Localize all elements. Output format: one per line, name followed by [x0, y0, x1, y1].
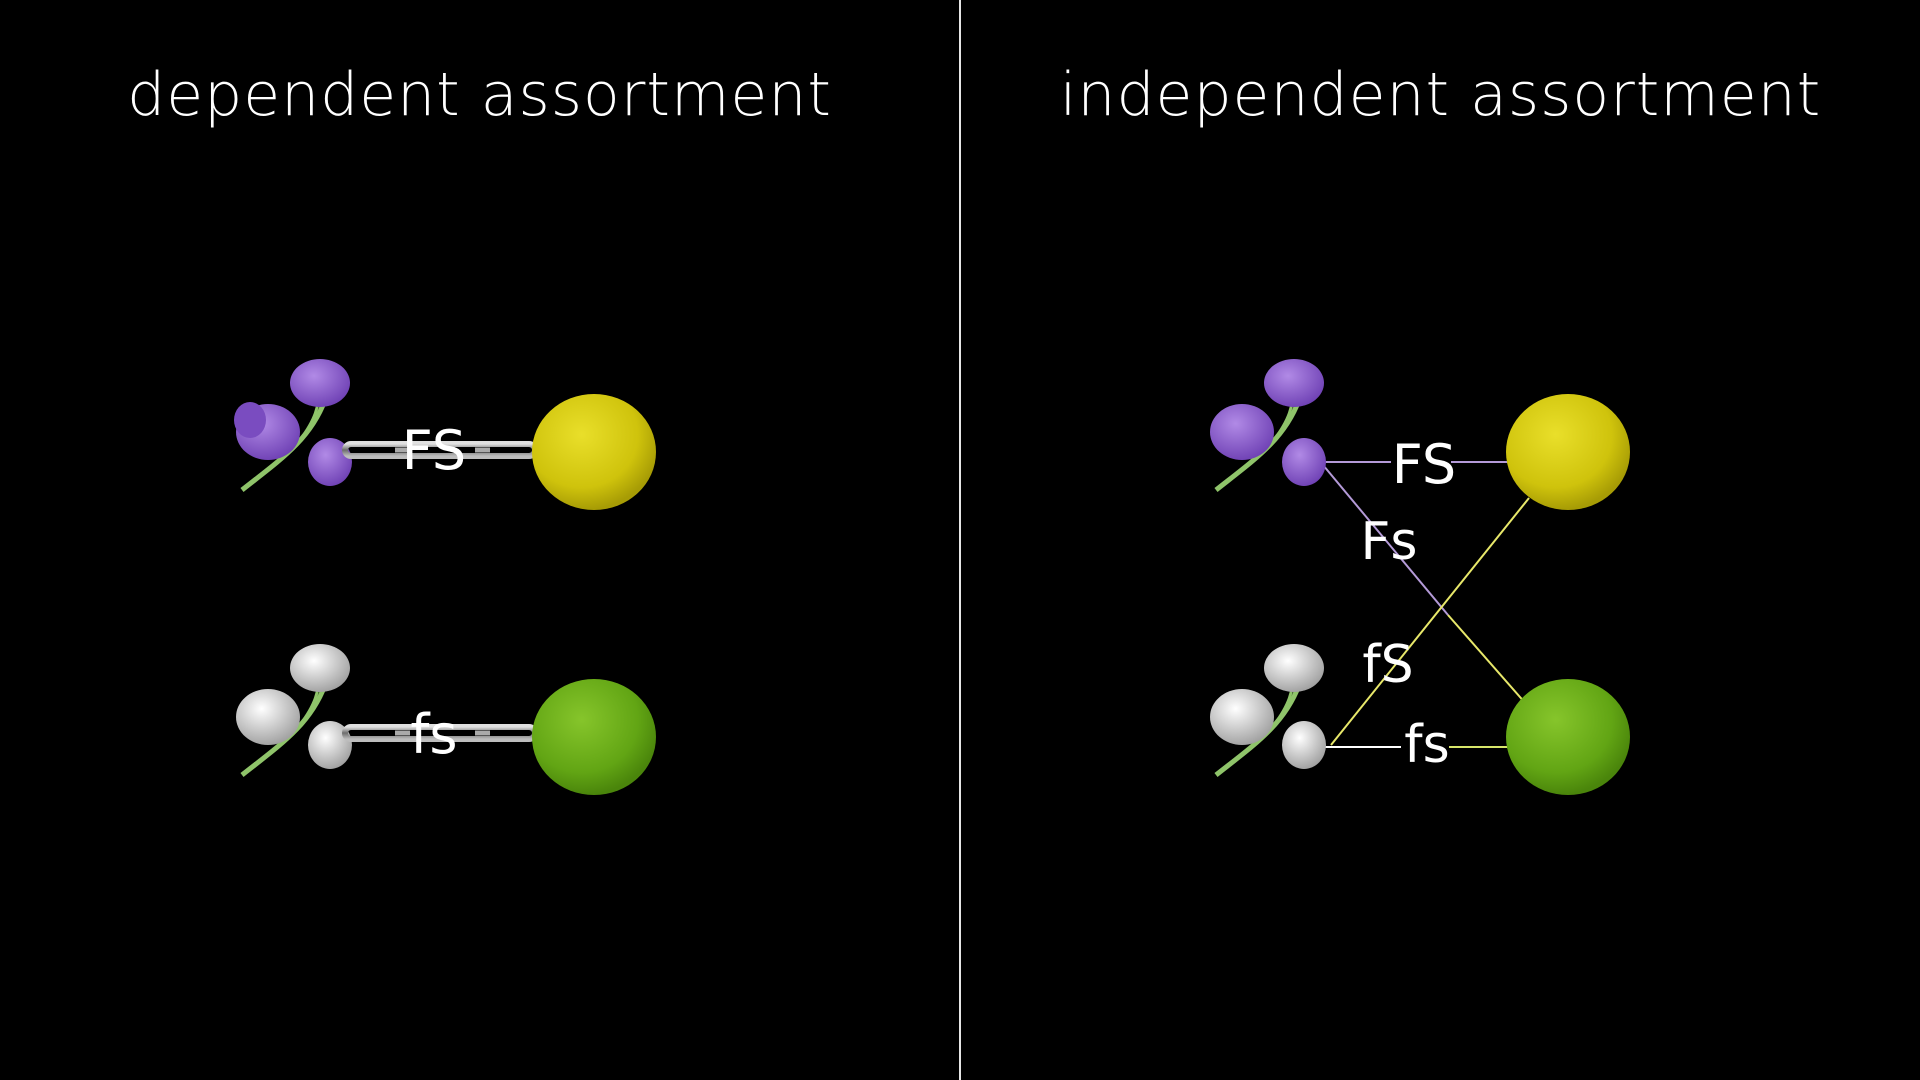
dependent-diagram: FS fs — [0, 0, 959, 1080]
purple-flower-icon — [234, 359, 352, 490]
independent-assortment-panel: independent assortment FS — [961, 0, 1920, 1080]
right-label-fS: fS — [1362, 635, 1413, 695]
yellow-pea — [1506, 394, 1630, 510]
white-flower-icon — [236, 644, 352, 775]
left-label-FS: FS — [402, 419, 466, 482]
white-flower-icon — [1210, 644, 1326, 775]
right-label-FS: FS — [1392, 433, 1456, 496]
yellow-pea — [532, 394, 656, 510]
green-pea — [1506, 679, 1630, 795]
right-label-Fs: Fs — [1360, 512, 1417, 572]
right-label-fs: fs — [1404, 715, 1449, 775]
left-label-fs: fs — [410, 703, 457, 766]
green-pea — [532, 679, 656, 795]
independent-diagram: FS Fs fS fs — [961, 0, 1920, 1080]
dependent-assortment-panel: dependent assortment FS — [0, 0, 959, 1080]
purple-flower-icon — [1210, 359, 1326, 490]
